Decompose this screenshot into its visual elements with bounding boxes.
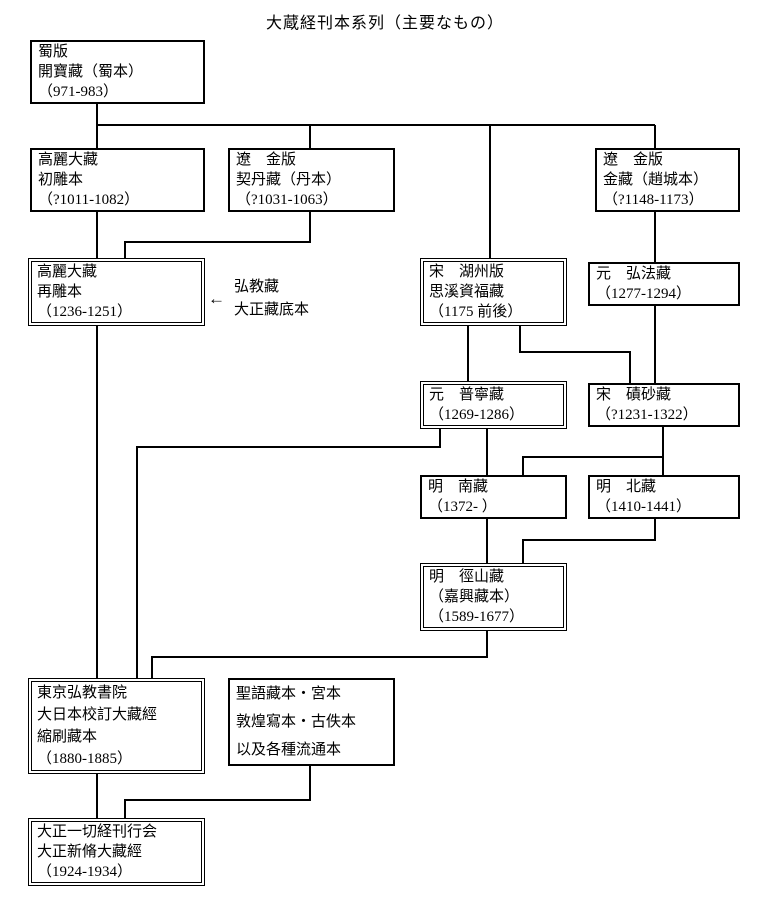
box-kinzo-line: （?1148-1173） [603, 192, 704, 208]
box-sekisazo: 宋 磧砂藏 （?1231-1322） [588, 383, 740, 427]
taisho-base-annotation: ← 弘教藏 大正藏底本 [208, 276, 309, 322]
box-shikei-shifukuzo: 宋 湖州版 思溪資福藏 （1175 前後） [420, 258, 567, 326]
box-taisho-line: （1924-1934） [37, 864, 132, 880]
box-keizanzo-line: （嘉興藏本） [429, 589, 520, 605]
box-keizanzo: 明 徑山藏 （嘉興藏本） （1589-1677） [420, 563, 567, 631]
box-shukusatsu-line: （1880-1885） [37, 751, 132, 767]
box-kinzo: 遼 金版 金藏（趙城本） （?1148-1173） [595, 148, 740, 212]
box-shogozo-misc: 聖語藏本・宮本 敦煌寫本・古佚本 以及各種流通本 [228, 678, 395, 766]
box-korai-saichobon-line: 再雕本 [37, 284, 83, 300]
box-min-nanzo: 明 南藏 （1372- ） [420, 475, 567, 519]
box-kobozo-line: 元 弘法藏 [596, 266, 672, 282]
box-shukusatsu-line: 縮刷藏本 [37, 729, 98, 745]
box-funeizo-line: 元 普寧藏 [429, 387, 505, 403]
box-kaihozo-line: 開寶藏（蜀本） [38, 64, 144, 80]
box-shikei-line: 思溪資福藏 [429, 284, 505, 300]
annotation-line: 大正藏底本 [234, 302, 310, 318]
box-taisho-line: 大正一切経刊行会 [37, 824, 158, 840]
box-kittanzo-line: 契丹藏（丹本） [236, 172, 342, 188]
box-min-hokuzo-line: （1410-1441） [596, 499, 691, 515]
box-shogozo-line: 以及各種流通本 [236, 742, 342, 758]
box-korai-saichobon: 高麗大藏 再雕本 （1236-1251） [28, 258, 205, 326]
box-kobozo: 元 弘法藏 （1277-1294） [588, 262, 740, 306]
box-keizanzo-line: 明 徑山藏 [429, 569, 505, 585]
box-korai-shochobon-line: （?1011-1082） [38, 192, 140, 208]
box-korai-saichobon-line: 高麗大藏 [37, 264, 98, 280]
box-sekisazo-line: 宋 磧砂藏 [596, 387, 672, 403]
box-shogozo-line: 聖語藏本・宮本 [236, 686, 342, 702]
box-kittanzo: 遼 金版 契丹藏（丹本） （?1031-1063） [228, 148, 395, 212]
box-kittanzo-line: （?1031-1063） [236, 192, 338, 208]
box-sekisazo-line: （?1231-1322） [596, 407, 698, 423]
box-kaihozo-line: 蜀版 [38, 44, 69, 60]
annotation-line: 弘教藏 [234, 279, 280, 295]
box-shogozo-line: 敦煌寫本・古佚本 [236, 714, 357, 730]
box-taisho-line: 大正新脩大藏經 [37, 844, 143, 860]
box-funeizo: 元 普寧藏 （1269-1286） [420, 381, 567, 429]
box-min-hokuzo: 明 北藏 （1410-1441） [588, 475, 740, 519]
box-min-nanzo-line: （1372- ） [428, 499, 497, 515]
box-kaihozo: 蜀版 開寶藏（蜀本） （971-983） [30, 40, 205, 104]
box-min-hokuzo-line: 明 北藏 [596, 479, 657, 495]
box-korai-shochobon-line: 高麗大藏 [38, 152, 99, 168]
box-kinzo-line: 遼 金版 [603, 152, 664, 168]
box-korai-shochobon-line: 初雕本 [38, 172, 84, 188]
box-kaihozo-line: （971-983） [38, 84, 118, 100]
page-title: 大蔵経刊本系列（主要なもの） [265, 15, 504, 32]
box-shikei-line: 宋 湖州版 [429, 264, 505, 280]
box-keizanzo-line: （1589-1677） [429, 609, 524, 625]
box-shukusatsu-zobon: 東京弘教書院 大日本校訂大藏經 縮刷藏本 （1880-1885） [28, 678, 205, 774]
box-min-nanzo-line: 明 南藏 [428, 479, 489, 495]
box-shikei-line: （1175 前後） [429, 304, 523, 320]
box-korai-saichobon-line: （1236-1251） [37, 304, 132, 320]
box-korai-shochobon: 高麗大藏 初雕本 （?1011-1082） [30, 148, 205, 212]
box-shukusatsu-line: 大日本校訂大藏經 [37, 707, 158, 723]
box-kittanzo-line: 遼 金版 [236, 152, 297, 168]
box-taisho-daizokyo: 大正一切経刊行会 大正新脩大藏經 （1924-1934） [28, 818, 205, 886]
box-shukusatsu-line: 東京弘教書院 [37, 685, 128, 701]
box-funeizo-line: （1269-1286） [429, 407, 524, 423]
box-kinzo-line: 金藏（趙城本） [603, 172, 709, 188]
left-arrow-icon: ← [208, 289, 225, 308]
box-kobozo-line: （1277-1294） [596, 286, 691, 302]
